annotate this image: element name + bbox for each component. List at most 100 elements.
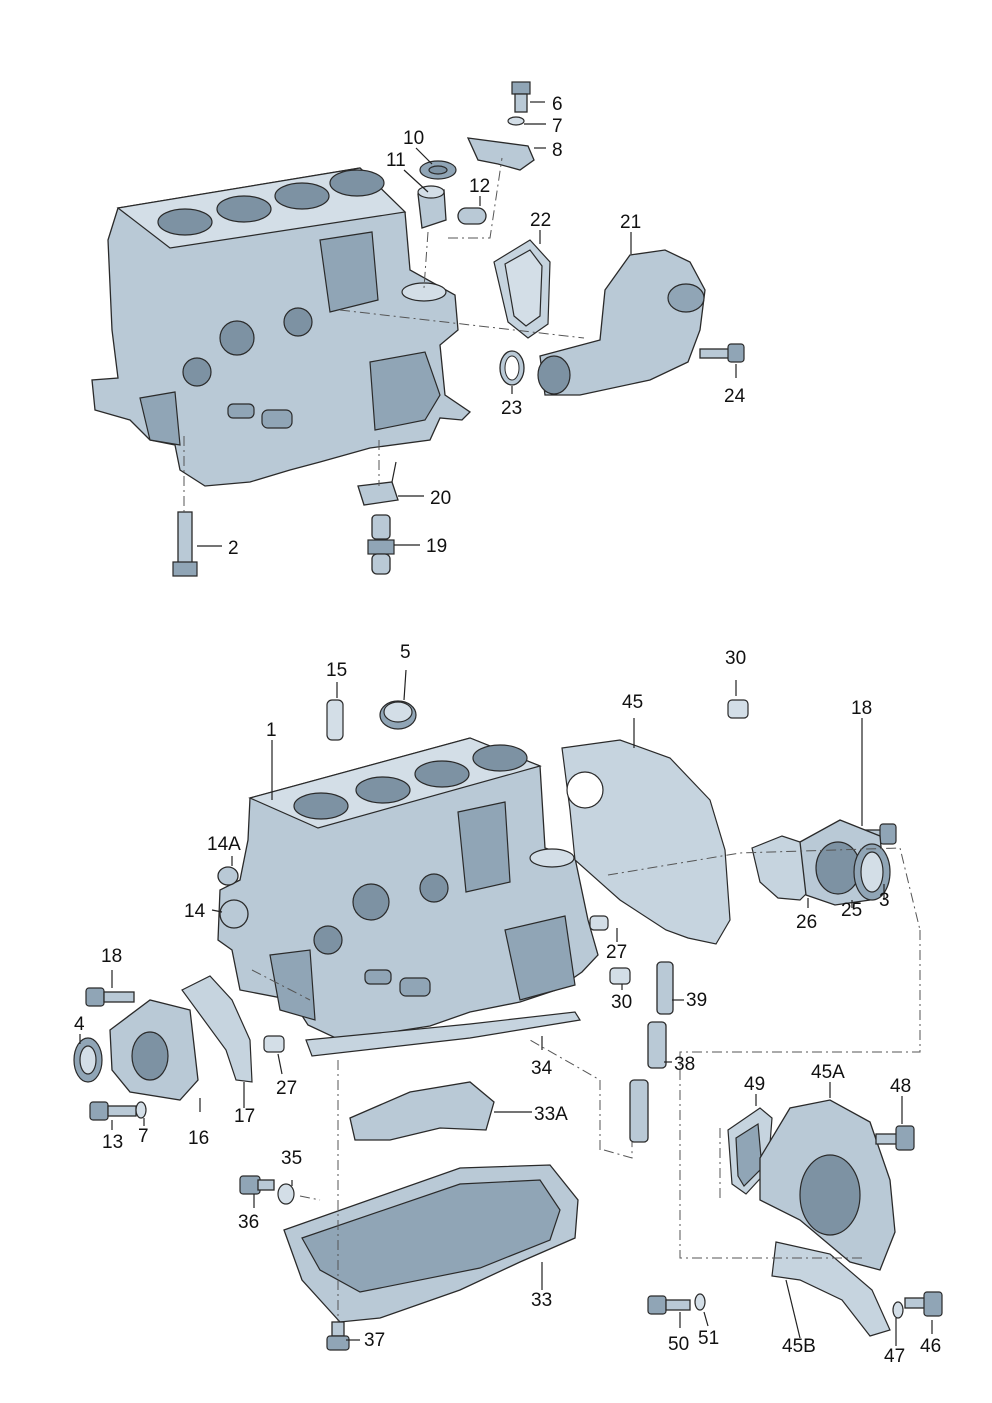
washer-47 bbox=[892, 1301, 904, 1319]
sleeve-30-top bbox=[727, 699, 749, 719]
callout-25: 25 bbox=[841, 900, 862, 921]
bracket-20 bbox=[357, 461, 399, 506]
sensor-19 bbox=[367, 514, 395, 575]
tube-39 bbox=[656, 961, 674, 1015]
callout-7-lower: 7 bbox=[138, 1126, 149, 1147]
callout-19: 19 bbox=[426, 536, 447, 557]
callout-49: 49 bbox=[744, 1074, 765, 1095]
bolt-13 bbox=[89, 1101, 137, 1121]
callout-10: 10 bbox=[403, 128, 424, 149]
dowel-15 bbox=[326, 699, 344, 741]
cover-plate-45 bbox=[561, 739, 731, 945]
callout-labels: 6 7 8 10 11 12 22 21 23 24 20 19 2 30 5 … bbox=[74, 94, 941, 1367]
callout-13: 13 bbox=[102, 1132, 123, 1153]
callout-37: 37 bbox=[364, 1330, 385, 1351]
callout-3: 3 bbox=[879, 890, 890, 911]
callout-26: 26 bbox=[796, 912, 817, 933]
callout-4: 4 bbox=[74, 1014, 85, 1035]
upper-leader-lines bbox=[183, 101, 737, 547]
cover-45A bbox=[759, 1099, 896, 1271]
baffle-33A bbox=[349, 1081, 495, 1141]
callout-22: 22 bbox=[530, 210, 551, 231]
ring-5 bbox=[379, 700, 417, 730]
plug-12 bbox=[457, 207, 487, 225]
seal-3 bbox=[853, 843, 891, 901]
callout-27-left: 27 bbox=[276, 1078, 297, 1099]
gasket-22 bbox=[493, 239, 551, 339]
bolt-50 bbox=[647, 1295, 691, 1315]
sleeve-30-right bbox=[609, 967, 631, 985]
upper-engine-block bbox=[91, 167, 472, 487]
callout-6: 6 bbox=[552, 94, 563, 115]
callout-45B: 45B bbox=[782, 1336, 816, 1357]
bolt-24 bbox=[699, 343, 745, 363]
callout-18-right: 18 bbox=[851, 698, 872, 719]
callout-20: 20 bbox=[430, 488, 451, 509]
bushing-11 bbox=[417, 185, 447, 229]
seal-10 bbox=[419, 160, 457, 180]
callout-16: 16 bbox=[188, 1128, 209, 1149]
lower-engine-block bbox=[217, 737, 599, 1041]
callout-7-upper: 7 bbox=[552, 116, 563, 137]
callout-35: 35 bbox=[281, 1148, 302, 1169]
callout-11: 11 bbox=[386, 150, 406, 171]
callout-27-right: 27 bbox=[606, 942, 627, 963]
bolt-46 bbox=[904, 1291, 943, 1317]
plug-37 bbox=[326, 1321, 350, 1351]
lower-leader-lines bbox=[79, 669, 933, 1346]
callout-12: 12 bbox=[469, 176, 490, 197]
washer-7-upper bbox=[507, 116, 525, 126]
callout-15: 15 bbox=[326, 660, 347, 681]
callout-33A: 33A bbox=[534, 1104, 568, 1125]
housing-21 bbox=[537, 249, 706, 396]
callout-47: 47 bbox=[884, 1346, 905, 1367]
callout-39: 39 bbox=[686, 990, 707, 1011]
oil-pan-33 bbox=[283, 1164, 579, 1323]
callout-14A: 14A bbox=[207, 834, 241, 855]
bolt-6 bbox=[511, 81, 531, 113]
callout-18-left: 18 bbox=[101, 946, 122, 967]
bracket-8 bbox=[466, 137, 535, 171]
plug-14 bbox=[219, 899, 249, 929]
gasket-17 bbox=[181, 975, 253, 1083]
callout-2: 2 bbox=[228, 538, 239, 559]
gasket-34 bbox=[305, 1011, 581, 1057]
callout-5: 5 bbox=[400, 642, 411, 663]
bolt-18-left bbox=[85, 987, 135, 1007]
callout-46: 46 bbox=[920, 1336, 941, 1357]
seal-4 bbox=[73, 1037, 103, 1083]
plug-36 bbox=[239, 1175, 275, 1195]
washer-51 bbox=[694, 1293, 706, 1311]
callout-1: 1 bbox=[266, 720, 277, 741]
sleeve-27-right bbox=[589, 915, 609, 931]
callout-45A: 45A bbox=[811, 1062, 845, 1083]
callout-24: 24 bbox=[724, 386, 746, 407]
washer-7-lower bbox=[135, 1101, 147, 1119]
callout-34: 34 bbox=[531, 1058, 553, 1079]
callout-45: 45 bbox=[622, 692, 643, 713]
callout-30-right: 30 bbox=[611, 992, 632, 1013]
o-ring-23 bbox=[499, 350, 525, 386]
bolt-48 bbox=[875, 1125, 915, 1151]
shield-45B bbox=[771, 1241, 891, 1337]
callout-23: 23 bbox=[501, 398, 522, 419]
callout-51: 51 bbox=[698, 1328, 719, 1349]
callout-8: 8 bbox=[552, 140, 563, 161]
washer-35 bbox=[277, 1183, 295, 1205]
callout-50: 50 bbox=[668, 1334, 689, 1355]
callout-14: 14 bbox=[184, 901, 206, 922]
callout-48: 48 bbox=[890, 1076, 911, 1097]
sleeve-27-left bbox=[263, 1035, 285, 1053]
callout-33: 33 bbox=[531, 1290, 552, 1311]
callout-21: 21 bbox=[620, 212, 641, 233]
bolt-2 bbox=[172, 511, 198, 577]
plug-14A bbox=[217, 866, 239, 886]
callout-17: 17 bbox=[234, 1106, 255, 1127]
tube-lower bbox=[629, 1079, 649, 1143]
callout-30-top: 30 bbox=[725, 648, 746, 669]
callout-38: 38 bbox=[674, 1054, 695, 1075]
tube-38 bbox=[647, 1021, 667, 1069]
flange-16 bbox=[109, 999, 199, 1101]
callout-36: 36 bbox=[238, 1212, 259, 1233]
